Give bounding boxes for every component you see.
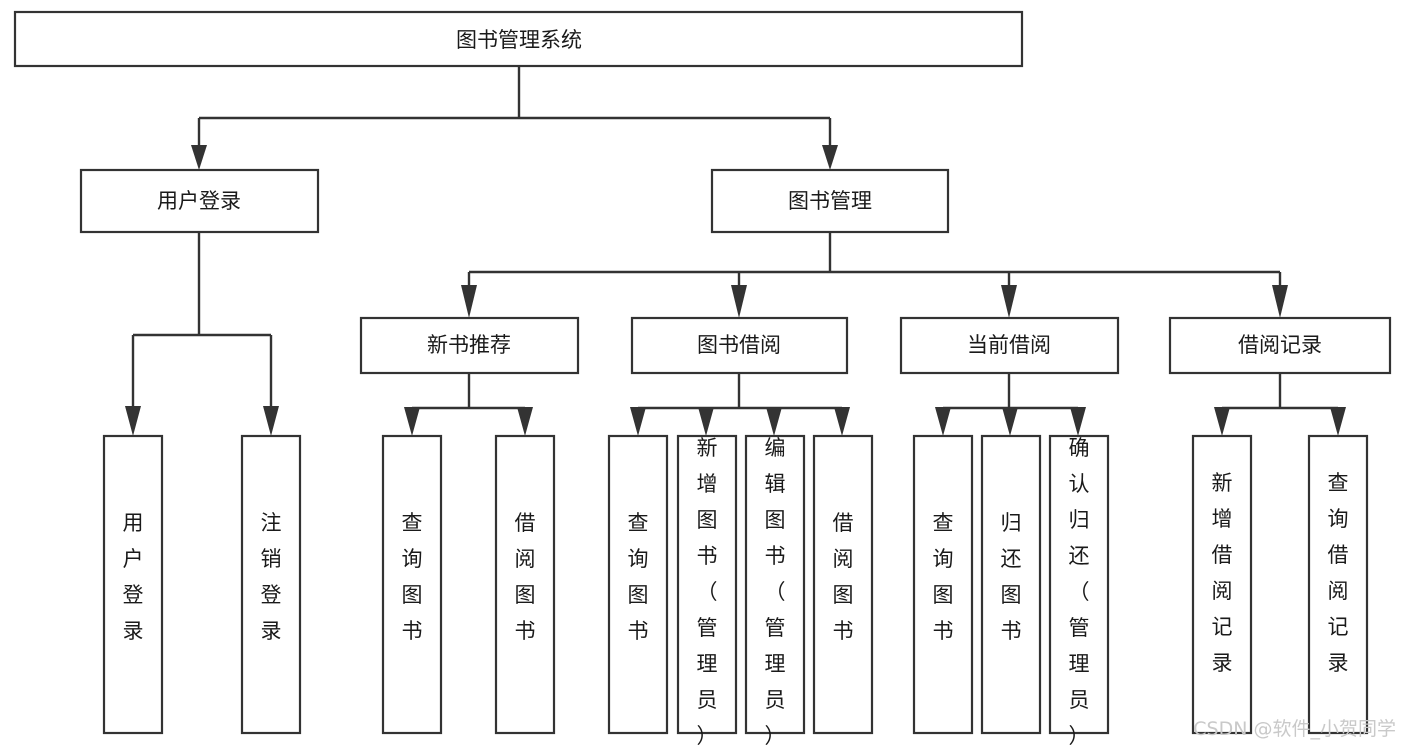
node-bookmgmt[interactable]: 图书管理 [710, 168, 950, 234]
node-leaf2-box[interactable] [240, 434, 302, 735]
node-leaf9[interactable]: 查询图书 [912, 434, 974, 735]
node-leaf12-box[interactable] [1191, 434, 1253, 735]
arrow-head-leaf3 [404, 407, 420, 436]
node-leaf3-label: 查询图书 [402, 511, 423, 643]
node-leaf2[interactable]: 注销登录 [240, 434, 302, 735]
node-root-box[interactable] [13, 10, 1024, 68]
node-leaf13-box[interactable] [1307, 434, 1369, 735]
node-leaf11-label: 确认归还（管理员） [1069, 436, 1090, 747]
node-leaf10[interactable]: 归还图书 [980, 434, 1042, 735]
arrow-head-leaf11 [1070, 407, 1086, 436]
arrow-head-leaf12 [1214, 407, 1230, 436]
arrow-head-login [191, 145, 207, 170]
node-borrow-box[interactable] [630, 316, 849, 375]
node-leaf4[interactable]: 借阅图书 [494, 434, 556, 735]
node-leaf4-label: 借阅图书 [515, 511, 536, 643]
arrow-head-leaf13 [1330, 407, 1346, 436]
node-leaf7[interactable]: 编辑图书（管理员） [744, 434, 806, 747]
node-leaf9-box[interactable] [912, 434, 974, 735]
arrow-head-leaf10 [1002, 407, 1018, 436]
node-leaf4-box[interactable] [494, 434, 556, 735]
watermark-label: CSDN @软件_小贺同学 [1193, 718, 1396, 740]
node-root-label: 图书管理系统 [456, 28, 582, 52]
node-borrow[interactable]: 图书借阅 [630, 316, 849, 375]
node-record-box[interactable] [1168, 316, 1392, 375]
node-bookmgmt-label: 图书管理 [788, 189, 872, 213]
node-leaf5[interactable]: 查询图书 [607, 434, 669, 735]
node-current-label: 当前借阅 [967, 333, 1051, 357]
arrow-head-leaf9 [935, 407, 951, 436]
node-leaf8[interactable]: 借阅图书 [812, 434, 874, 735]
node-leaf13[interactable]: 查询借阅记录 [1307, 434, 1369, 735]
arrow-head-leaf1 [125, 406, 141, 436]
node-root[interactable]: 图书管理系统 [13, 10, 1024, 68]
node-leaf8-box[interactable] [812, 434, 874, 735]
node-leaf8-label: 借阅图书 [833, 511, 854, 643]
node-newbook-box[interactable] [359, 316, 580, 375]
arrow-head-record [1272, 285, 1288, 318]
node-login[interactable]: 用户登录 [79, 168, 320, 234]
node-leaf7-box[interactable] [744, 434, 806, 735]
node-record-label: 借阅记录 [1238, 333, 1322, 357]
node-leaf3[interactable]: 查询图书 [381, 434, 443, 735]
node-bookmgmt-box[interactable] [710, 168, 950, 234]
node-leaf10-label: 归还图书 [1001, 511, 1022, 643]
arrow-head-newbook [461, 285, 477, 318]
node-leaf6[interactable]: 新增图书（管理员） [676, 434, 738, 747]
node-leaf1-box[interactable] [102, 434, 164, 735]
node-current-box[interactable] [899, 316, 1120, 375]
node-leaf11-box[interactable] [1048, 434, 1110, 735]
node-leaf12-label: 新增借阅记录 [1212, 471, 1233, 675]
node-current[interactable]: 当前借阅 [899, 316, 1120, 375]
node-leaf6-label: 新增图书（管理员） [697, 436, 718, 747]
arrow-head-bookmgmt [822, 145, 838, 170]
node-newbook-label: 新书推荐 [427, 333, 511, 357]
arrow-head-leaf5 [630, 407, 646, 436]
arrow-head-leaf2 [263, 406, 279, 436]
node-leaf5-box[interactable] [607, 434, 669, 735]
node-login-box[interactable] [79, 168, 320, 234]
node-leaf2-label: 注销登录 [261, 511, 282, 643]
node-leaf11[interactable]: 确认归还（管理员） [1048, 434, 1110, 747]
arrow-head-leaf6 [698, 407, 714, 436]
connector-layer [125, 66, 1346, 436]
node-leaf5-label: 查询图书 [628, 511, 649, 643]
arrow-head-borrow [731, 285, 747, 318]
node-leaf12[interactable]: 新增借阅记录 [1191, 434, 1253, 735]
node-leaf7-label: 编辑图书（管理员） [765, 436, 786, 747]
node-leaf10-box[interactable] [980, 434, 1042, 735]
node-leaf6-box[interactable] [676, 434, 738, 735]
node-newbook[interactable]: 新书推荐 [359, 316, 580, 375]
node-leaf13-label: 查询借阅记录 [1328, 471, 1349, 675]
arrow-head-leaf8 [834, 407, 850, 436]
node-login-label: 用户登录 [157, 189, 241, 213]
node-borrow-label: 图书借阅 [697, 333, 781, 357]
arrow-head-leaf7 [766, 407, 782, 436]
node-record[interactable]: 借阅记录 [1168, 316, 1392, 375]
node-leaf1-label: 用户登录 [123, 511, 144, 643]
node-leaf9-label: 查询图书 [933, 511, 954, 643]
node-leaf1[interactable]: 用户登录 [102, 434, 164, 735]
node-leaf3-box[interactable] [381, 434, 443, 735]
arrow-head-current [1001, 285, 1017, 318]
arrow-head-leaf4 [517, 407, 533, 436]
